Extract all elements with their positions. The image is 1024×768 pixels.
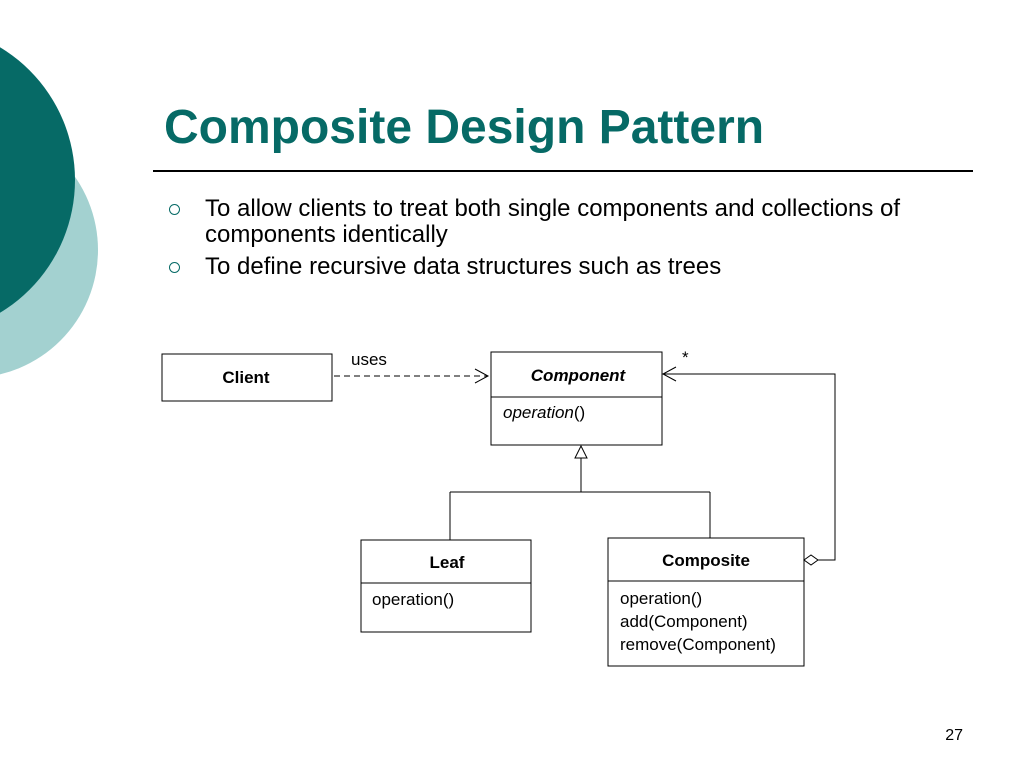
open-arrowhead-icon bbox=[661, 366, 677, 382]
aggregation-line bbox=[662, 373, 836, 561]
generalization-lines bbox=[449, 444, 711, 540]
open-arrowhead-icon bbox=[474, 368, 490, 384]
composite-box bbox=[607, 537, 805, 667]
client-class-name: Client bbox=[222, 368, 270, 387]
title-divider bbox=[153, 170, 973, 172]
leaf-class-box: Leaf operation() bbox=[360, 539, 532, 633]
decorative-circles bbox=[0, 47, 98, 375]
bullet-list: To allow clients to treat both single co… bbox=[167, 196, 967, 286]
aggregation-relation: * bbox=[661, 348, 836, 566]
hollow-circle-bullet-icon bbox=[169, 204, 180, 215]
bullet-text: To allow clients to treat both single co… bbox=[205, 195, 901, 248]
component-class-name: Component bbox=[531, 366, 627, 385]
composite-class-name: Composite bbox=[662, 551, 750, 570]
bullet-item: To define recursive data structures such… bbox=[167, 254, 967, 280]
bullet-item: To allow clients to treat both single co… bbox=[167, 196, 967, 248]
component-class-box: Component operation() bbox=[490, 351, 663, 446]
hollow-circle-bullet-icon bbox=[169, 262, 180, 273]
component-method: operation() bbox=[503, 403, 585, 422]
leaf-box bbox=[360, 539, 532, 633]
page-number: 27 bbox=[945, 727, 963, 744]
composite-method: operation() bbox=[620, 589, 702, 608]
hollow-diamond-icon bbox=[803, 554, 819, 566]
composite-method: remove(Component) bbox=[620, 635, 776, 654]
component-box bbox=[490, 351, 663, 446]
hollow-triangle-arrowhead-icon bbox=[574, 444, 588, 459]
composite-class-box: Composite operation() add(Component) rem… bbox=[607, 537, 805, 667]
client-box bbox=[161, 353, 333, 402]
component-method-name: operation bbox=[503, 403, 574, 422]
bullet-text: To define recursive data structures such… bbox=[205, 253, 722, 280]
dark-teal-circle bbox=[0, 47, 75, 313]
uses-dependency: uses bbox=[334, 350, 490, 384]
leaf-class-name: Leaf bbox=[430, 553, 465, 572]
component-method-parens: () bbox=[574, 403, 585, 422]
client-class-box: Client bbox=[161, 353, 333, 402]
slide-title: Composite Design Pattern bbox=[164, 101, 765, 154]
multiplicity-label: * bbox=[682, 348, 689, 367]
composite-method: add(Component) bbox=[620, 612, 748, 631]
uses-label: uses bbox=[351, 350, 387, 369]
leaf-method: operation() bbox=[372, 590, 454, 609]
